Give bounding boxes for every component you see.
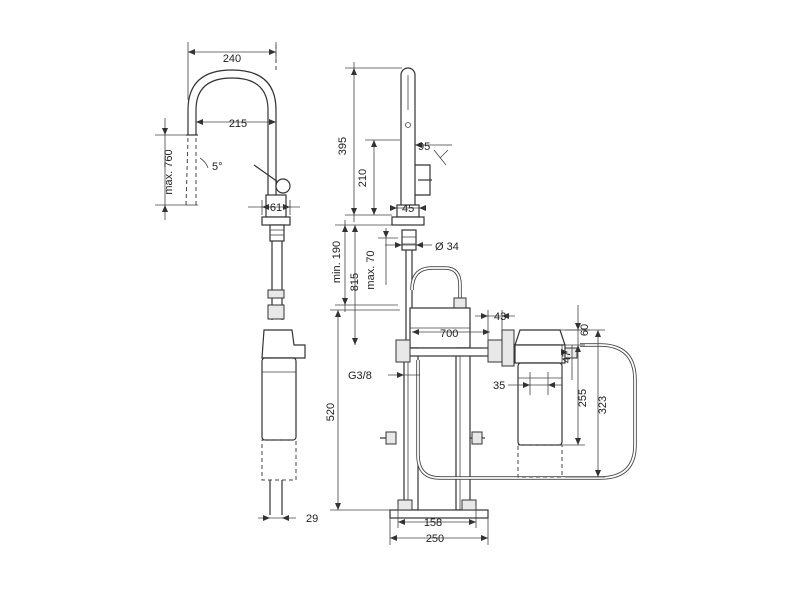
label-g38: G3/8 — [348, 370, 372, 382]
handle-knob — [275, 178, 291, 194]
label-158: 158 — [424, 517, 442, 529]
dim-g38: G3/8 — [348, 370, 420, 382]
label-45: 45 — [402, 203, 414, 215]
mounting-frame — [380, 307, 637, 519]
dim-max-70: max. 70 — [365, 228, 398, 290]
label-max-70: max. 70 — [365, 250, 377, 289]
label-43: 43 — [494, 311, 506, 323]
dim-255: 255 — [560, 344, 589, 446]
label-520: 520 — [325, 403, 337, 421]
dim-215: 215 — [196, 118, 276, 130]
dim-43: 43 — [475, 310, 515, 340]
dim-61: 61 — [248, 200, 300, 215]
dim-35: 35 — [493, 372, 562, 395]
filter-assembly — [487, 329, 578, 478]
label-34: Ø 34 — [435, 241, 459, 253]
label-47: 47 — [561, 351, 573, 363]
dim-323: 323 — [565, 329, 609, 478]
dim-47: 47 — [561, 345, 573, 380]
dim-250: 250 — [389, 518, 489, 545]
dim-95: 95 — [415, 141, 452, 166]
label-29: 29 — [306, 513, 318, 525]
dim-34: Ø 34 — [385, 241, 459, 253]
dim-29: 29 — [258, 513, 318, 525]
dim-5deg: 5° — [199, 157, 223, 173]
label-35: 35 — [493, 380, 505, 392]
dim-520: 520 — [325, 309, 400, 511]
label-5deg: 5° — [212, 161, 223, 173]
label-255: 255 — [577, 389, 589, 407]
dim-45: 45 — [390, 203, 426, 215]
label-61: 61 — [270, 202, 282, 214]
label-395: 395 — [337, 137, 349, 155]
dim-815: 815 — [349, 225, 361, 345]
label-700: 700 — [440, 328, 458, 340]
label-max-760: max. 760 — [163, 149, 175, 194]
dim-210: 210 — [357, 139, 400, 215]
dim-700: 700 — [412, 328, 490, 340]
dim-60: 60 — [560, 305, 591, 345]
dim-395: 395 — [337, 62, 402, 222]
dim-min-190: min. 190 — [331, 220, 398, 312]
label-215: 215 — [229, 118, 247, 130]
label-240: 240 — [223, 53, 241, 65]
label-min-190: min. 190 — [331, 241, 343, 283]
dim-240: 240 — [187, 42, 277, 100]
front-view-faucet — [391, 67, 467, 510]
side-view-faucet — [185, 45, 306, 515]
dim-158: 158 — [397, 505, 477, 529]
label-815: 815 — [349, 273, 361, 291]
label-210: 210 — [357, 169, 369, 187]
dim-max-760: max. 760 — [155, 118, 186, 220]
label-323: 323 — [597, 396, 609, 414]
label-95: 95 — [418, 141, 430, 153]
label-250: 250 — [426, 533, 444, 545]
